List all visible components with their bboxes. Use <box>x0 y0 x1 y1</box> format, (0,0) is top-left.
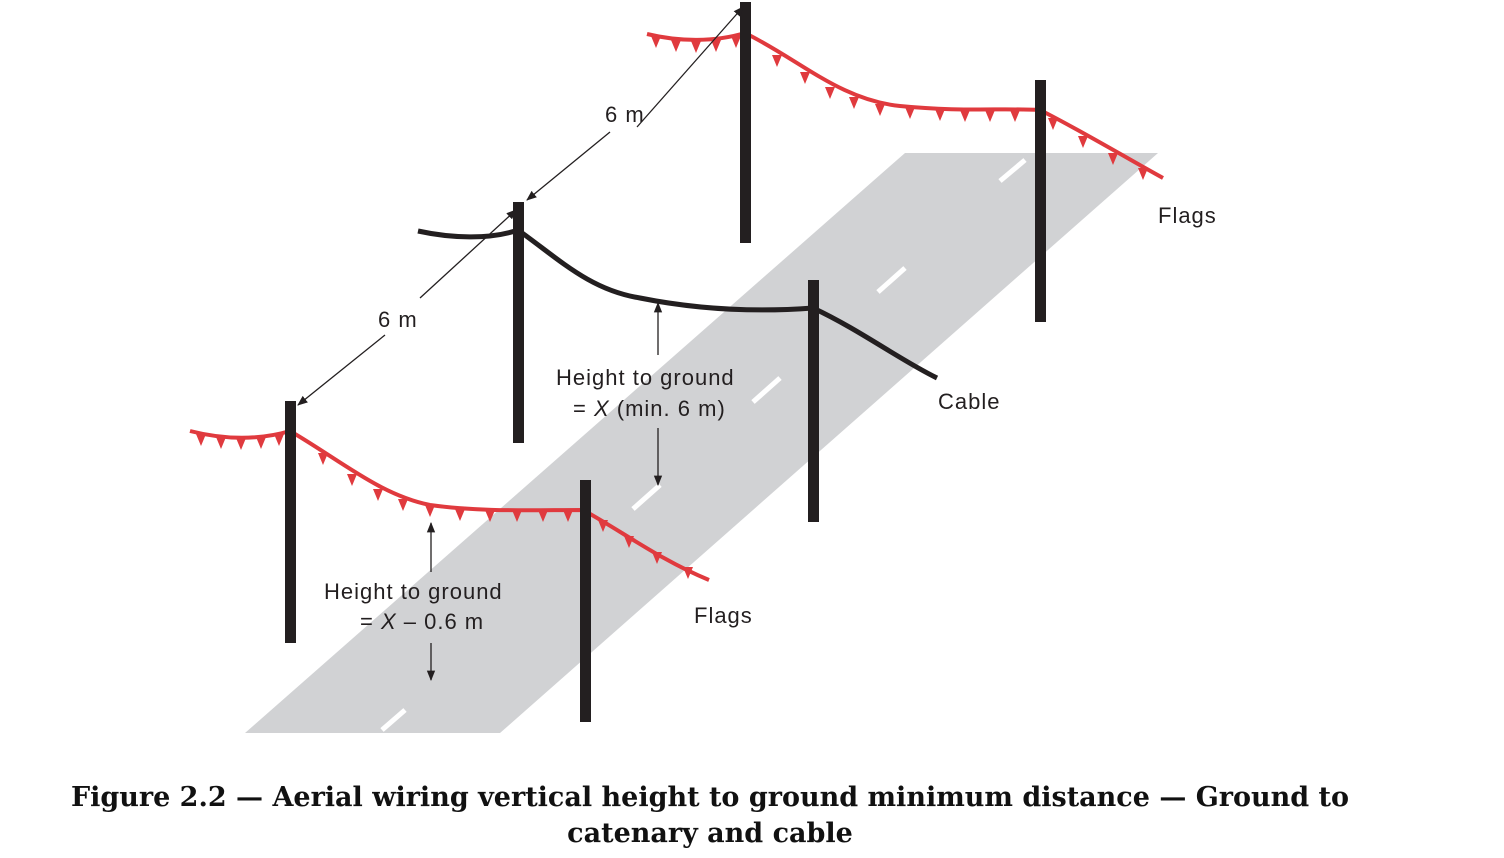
flags-front <box>196 434 693 579</box>
figure-caption: Figure 2.2 — Aerial wiring vertical heig… <box>70 782 1350 849</box>
height-flags-label-line2: = X – 0.6 m <box>360 609 484 634</box>
pole-middle-right <box>808 280 819 522</box>
height-cable-label-line2: = X (min. 6 m) <box>573 396 726 421</box>
spacing-dimension-top <box>526 6 744 201</box>
road <box>245 153 1158 733</box>
spacing-dimension-bottom <box>297 209 517 406</box>
spacing-label-bottom: 6 m <box>378 307 418 332</box>
poles <box>285 2 1046 722</box>
cable-label: Cable <box>938 389 1000 414</box>
pole-back-left <box>740 2 751 243</box>
road-centerline <box>380 158 1027 732</box>
pole-front-left <box>285 401 296 643</box>
pole-back-right <box>1035 80 1046 322</box>
height-flags-label-line1: Height to ground <box>324 579 503 604</box>
flags-label-right: Flags <box>1158 203 1217 228</box>
height-cable-label-line1: Height to ground <box>556 365 735 390</box>
flag-catenary-back <box>646 30 1164 180</box>
flags-label-front: Flags <box>694 603 753 628</box>
pole-middle-left <box>513 202 524 443</box>
flags-back <box>651 36 1148 180</box>
cable-line <box>417 227 939 381</box>
aerial-wiring-diagram: 6 m 6 m Height to ground = X (min. 6 m) … <box>189 2 1217 733</box>
pole-front-right <box>580 480 591 722</box>
spacing-label-top: 6 m <box>605 102 645 127</box>
